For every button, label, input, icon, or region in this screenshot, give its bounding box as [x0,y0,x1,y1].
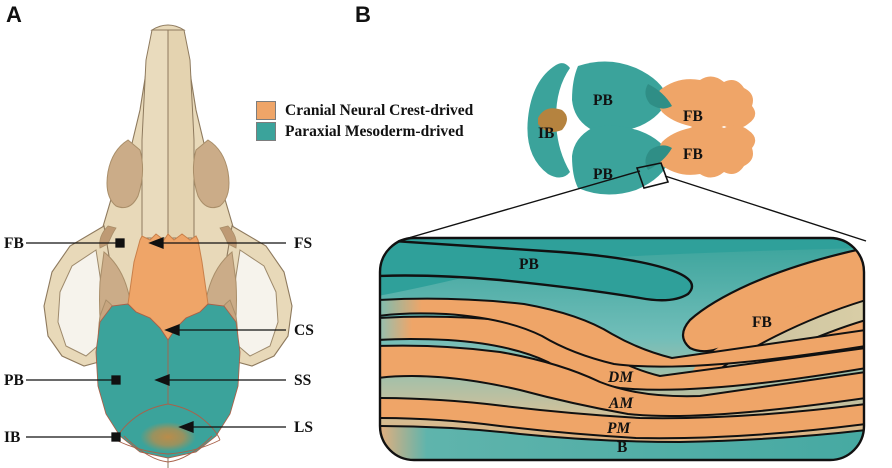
schematic-label-fb-upper: FB [683,108,703,125]
inset-label-fb: FB [752,314,772,331]
inset-label-am: AM [609,395,634,412]
inset-label-b: B [617,439,628,456]
legend-label-cranial-neural-crest: Cranial Neural Crest-drived [285,101,474,119]
label-pb-left: PB [4,372,24,389]
label-cs-right: CS [294,322,314,339]
inset-magnified-suture [378,236,866,462]
legend-swatch-teal-icon [256,122,276,141]
panel-label-b: B [355,2,371,27]
calvaria-schematic [397,61,867,242]
legend-item-paraxial-mesoderm: Paraxial Mesoderm-drived [256,121,473,142]
schematic-label-pb-lower: PB [593,166,613,183]
label-ib-left: IB [4,429,21,446]
legend-label-paraxial-mesoderm: Paraxial Mesoderm-drived [285,122,464,140]
legend: Cranial Neural Crest-drived Paraxial Mes… [256,100,473,142]
inset-label-pm: PM [607,420,631,437]
panel-label-a: A [6,2,22,27]
label-fb-left: FB [4,235,24,252]
inset-label-pb: PB [519,256,539,273]
schematic-label-fb-lower: FB [683,146,703,163]
panel-a-left-leaders [26,238,125,442]
label-ls-right: LS [294,419,313,436]
schematic-label-pb-upper: PB [593,92,613,109]
label-fs-right: FS [294,235,313,252]
panel-a-right-leaders [148,237,286,433]
inset-label-dm: DM [608,369,633,386]
legend-item-cranial-neural-crest: Cranial Neural Crest-drived [256,100,473,121]
schematic-label-ib: IB [538,125,555,142]
legend-swatch-orange-icon [256,101,276,120]
label-ss-right: SS [294,372,312,389]
